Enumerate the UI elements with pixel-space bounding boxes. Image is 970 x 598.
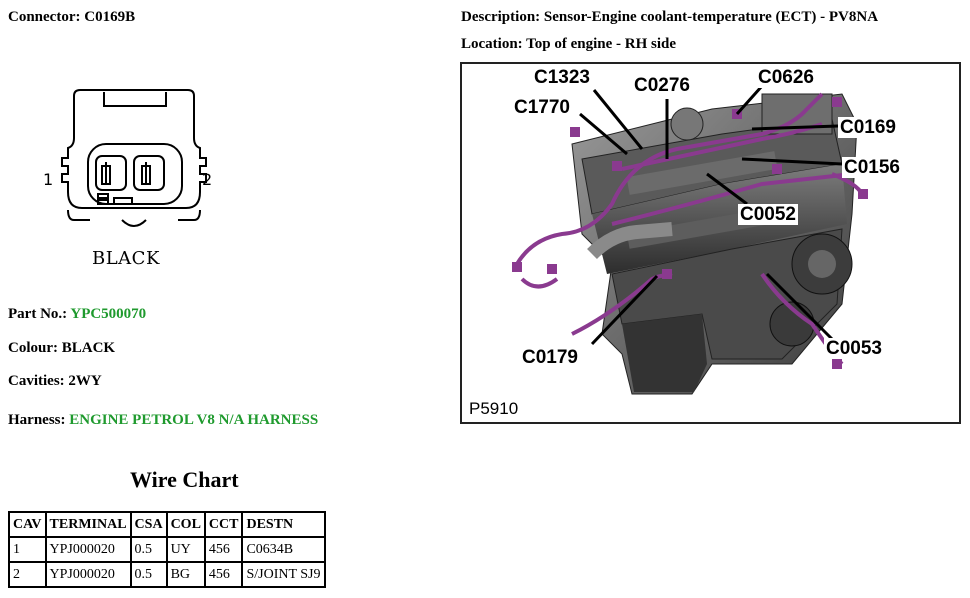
cell-terminal: YPJ000020 xyxy=(44,536,132,563)
cell-terminal: YPJ000020 xyxy=(44,561,132,588)
description-label: Description: xyxy=(461,9,541,25)
cavities-value: 2WY xyxy=(68,373,102,389)
colour-line: Colour: BLACK xyxy=(8,340,115,357)
harness-line: Harness: ENGINE PETROL V8 N/A HARNESS xyxy=(8,412,318,429)
connector-label: Connector: xyxy=(8,9,81,25)
description-line: Description: Sensor-Engine coolant-tempe… xyxy=(461,9,878,26)
header-col: COL xyxy=(165,511,206,538)
wire-chart-title: Wire Chart xyxy=(130,467,239,492)
header-csa: CSA xyxy=(129,511,168,538)
cell-destn: S/JOINT SJ9 xyxy=(241,561,326,588)
callout-c1323: C1323 xyxy=(532,67,592,88)
connector-line: Connector: C0169B xyxy=(8,9,135,26)
colour-value: BLACK xyxy=(61,340,116,356)
cell-csa: 0.5 xyxy=(129,536,168,563)
engine-illustration xyxy=(512,85,868,395)
pin-number-left: 1 xyxy=(43,170,54,189)
callout-c0626: C0626 xyxy=(756,67,816,88)
cell-col: BG xyxy=(165,561,206,588)
location-line: Location: Top of engine - RH side xyxy=(461,36,676,53)
wire-chart-table: CAV TERMINAL CSA COL CCT DESTN 1 YPJ0000… xyxy=(8,511,326,588)
callout-c1770: C1770 xyxy=(512,97,572,118)
cell-cav: 1 xyxy=(8,536,47,563)
pin-number-right: 2 xyxy=(202,170,213,189)
harness-value: ENGINE PETROL V8 N/A HARNESS xyxy=(69,412,319,428)
part-no-value: YPC500070 xyxy=(70,306,147,322)
part-no-line: Part No.: YPC500070 xyxy=(8,306,146,323)
connector-color-label: BLACK xyxy=(92,248,160,269)
callout-c0052: C0052 xyxy=(738,204,798,225)
connector-face-icon xyxy=(61,89,207,227)
description-value: Sensor-Engine coolant-temperature (ECT) … xyxy=(543,9,879,25)
callout-c0053: C0053 xyxy=(824,338,884,359)
table-header-row: CAV TERMINAL CSA COL CCT DESTN xyxy=(8,511,326,538)
cell-cct: 456 xyxy=(203,561,244,588)
colour-label: Colour: xyxy=(8,340,58,356)
cell-col: UY xyxy=(165,536,206,563)
connector-value: C0169B xyxy=(84,9,136,25)
callout-c0179: C0179 xyxy=(520,347,580,368)
cell-destn: C0634B xyxy=(241,536,326,563)
cavities-label: Cavities: xyxy=(8,373,65,389)
cell-csa: 0.5 xyxy=(129,561,168,588)
callout-c0156: C0156 xyxy=(842,157,902,178)
table-row: 2 YPJ000020 0.5 BG 456 S/JOINT SJ9 xyxy=(8,561,326,588)
callout-c0276: C0276 xyxy=(632,75,692,96)
header-terminal: TERMINAL xyxy=(44,511,132,538)
cavities-line: Cavities: 2WY xyxy=(8,373,102,390)
cell-cct: 456 xyxy=(203,536,244,563)
cell-cav: 2 xyxy=(8,561,47,588)
location-label: Location: xyxy=(461,36,523,52)
header-cav: CAV xyxy=(8,511,47,538)
connector-face-drawing xyxy=(38,80,228,240)
picture-id: P5910 xyxy=(466,399,522,419)
harness-label: Harness: xyxy=(8,412,66,428)
engine-location-image: C1323 C0276 C0626 C1770 C0169 C0156 C005… xyxy=(460,62,961,424)
header-destn: DESTN xyxy=(241,511,326,538)
callout-c0169: C0169 xyxy=(838,117,898,138)
location-value: Top of engine - RH side xyxy=(526,36,677,52)
part-no-label: Part No.: xyxy=(8,306,68,322)
header-cct: CCT xyxy=(203,511,244,538)
table-row: 1 YPJ000020 0.5 UY 456 C0634B xyxy=(8,536,326,563)
